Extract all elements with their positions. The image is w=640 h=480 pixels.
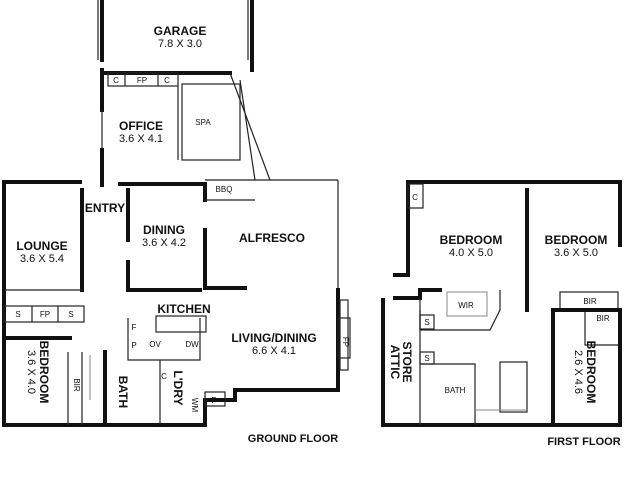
bedroom1-size: 4.0 X 5.0 (449, 247, 493, 259)
bir-label: BIR (583, 297, 597, 306)
bedroom2-label: BEDROOM (545, 233, 608, 247)
attic-label: ATTIC (388, 345, 402, 380)
cupboard-label: C (164, 76, 170, 85)
bir-label: BIR (72, 378, 81, 392)
cupboard-label: C (161, 372, 167, 381)
wir-label: WIR (458, 301, 474, 310)
bedroom-label: BEDROOM (37, 341, 51, 404)
living-label: LIVING/DINING (231, 331, 316, 345)
shelf-label: S (424, 354, 429, 363)
dining-size: 3.6 X 4.2 (142, 237, 186, 249)
bir-label: BIR (596, 314, 610, 323)
fridge-label: F (132, 323, 137, 332)
dining-label: DINING (143, 223, 185, 237)
first-floor-title: FIRST FLOOR (547, 436, 620, 448)
spa-label: SPA (195, 118, 211, 127)
bedroom-size: 3.6 X 4.0 (25, 350, 37, 394)
bedroom3-size: 2.6 X 4.6 (572, 350, 584, 394)
cupboard-label: C (113, 76, 119, 85)
bath-label: BATH (116, 376, 130, 408)
fireplace-label: FP (40, 310, 50, 319)
ground-floor-title: GROUND FLOOR (248, 433, 338, 445)
bbq-label: BBQ (216, 185, 233, 194)
store-label: STORE (400, 341, 414, 382)
bedroom2-size: 3.6 X 5.0 (554, 247, 598, 259)
garage-size: 7.8 X 3.0 (158, 38, 202, 50)
garage-label: GARAGE (154, 24, 207, 38)
washing-machine-label: WM (190, 398, 199, 413)
fireplace-label: FP (341, 337, 350, 347)
entry-label: ENTRY (85, 201, 125, 215)
office-size: 3.6 X 4.1 (119, 133, 163, 145)
shelf-label: S (15, 310, 20, 319)
pantry-label: P (211, 396, 216, 405)
office-label: OFFICE (119, 119, 163, 133)
shelf-label: S (424, 318, 429, 327)
alfresco-label: ALFRESCO (239, 231, 305, 245)
lounge-label: LOUNGE (16, 239, 67, 253)
fireplace-label: FP (137, 76, 147, 85)
ground-floor-walls (2, 0, 351, 427)
cupboard-label: C (412, 193, 418, 202)
shelf-label: S (68, 310, 73, 319)
oven-label: OV (149, 340, 161, 349)
bath-label: BATH (445, 386, 466, 395)
lounge-size: 3.6 X 5.4 (20, 253, 64, 265)
first-floor-labels: C BEDROOM 4.0 X 5.0 BEDROOM 3.6 X 5.0 BI… (388, 193, 621, 448)
dishwasher-label: DW (185, 340, 199, 349)
first-floor-walls (381, 180, 622, 427)
living-size: 6.6 X 4.1 (252, 345, 296, 357)
bedroom1-label: BEDROOM (440, 233, 503, 247)
laundry-label: L'DRY (171, 370, 185, 405)
bedroom3-label: BEDROOM (584, 341, 598, 404)
ground-floor-labels: GARAGE 7.8 X 3.0 OFFICE 3.6 X 4.1 SPA C … (15, 24, 350, 445)
pantry-label: P (131, 341, 136, 350)
kitchen-label: KITCHEN (157, 302, 210, 316)
